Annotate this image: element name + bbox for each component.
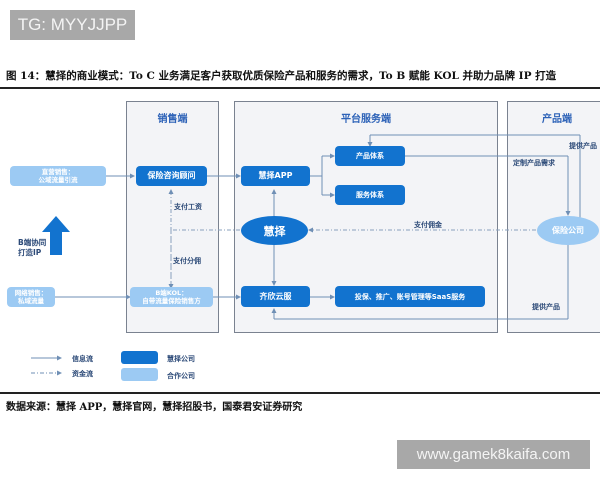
watermark-top: TG: MYYJJPP <box>10 10 135 40</box>
figure-title: 图 14：慧择的商业模式：To C 业务满足客户获取优质保险产品和服务的需求，T… <box>6 70 557 82</box>
node-kol: B端KOL： 自带流量保险销售方 <box>130 287 213 307</box>
node-huize: 慧择 <box>241 216 308 245</box>
legend-fund-flow: 资金流 <box>72 370 93 378</box>
panel-platform-title: 平台服务端 <box>341 114 391 125</box>
label-pay-salary: 支付工资 <box>174 203 202 211</box>
label-custom-demand: 定制产品需求 <box>513 159 555 167</box>
label-b-collab: B端协同 打造IP <box>18 238 47 257</box>
legend-huize-company: 慧择公司 <box>167 355 195 363</box>
panel-sales-title: 销售端 <box>157 114 188 125</box>
legend-info-flow: 信息流 <box>72 355 93 363</box>
b-collab-arrow <box>42 216 70 255</box>
legend-partner-company: 合作公司 <box>167 372 195 380</box>
legend-swatch-huize <box>121 351 158 364</box>
panel-product-title: 产品端 <box>542 114 572 125</box>
legend-swatch-partner <box>121 368 158 381</box>
title-rule <box>0 87 600 89</box>
node-qixin: 齐欣云服 <box>241 286 310 307</box>
watermark-bottom: www.gamek8kaifa.com <box>397 440 590 469</box>
node-saas: 投保、推广、账号管理等SaaS服务 <box>335 286 485 307</box>
node-consultant: 保险咨询顾问 <box>136 166 207 186</box>
node-private-sales: 网络销售： 私域流量 <box>7 287 55 307</box>
node-product-system: 产品体系 <box>335 146 405 166</box>
source-rule <box>0 392 600 394</box>
figure-source: 数据来源：慧择 APP，慧择官网，慧择招股书，国泰君安证券研究 <box>6 402 303 413</box>
label-pay-commission-share: 支付分佣 <box>173 257 201 265</box>
node-insurer: 保险公司 <box>537 216 599 245</box>
node-public-sales: 直营销售： 公域流量引流 <box>10 166 106 186</box>
node-huize-app: 慧择APP <box>241 166 310 186</box>
label-provide-product-top: 提供产品 <box>569 142 597 150</box>
label-provide-product-bottom: 提供产品 <box>532 303 560 311</box>
node-service-system: 服务体系 <box>335 185 405 205</box>
label-pay-commission: 支付佣金 <box>414 221 442 229</box>
